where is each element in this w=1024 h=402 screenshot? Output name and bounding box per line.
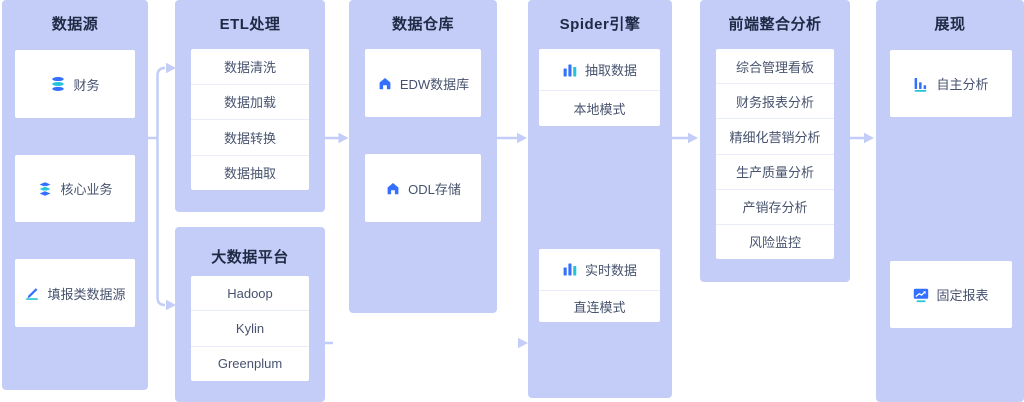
display-card-self-analysis-label: 自主分析 bbox=[936, 77, 989, 92]
column-warehouse: 数据仓库 EDW数据库 ODL存储 bbox=[349, 0, 497, 313]
etl-step: 数据加载 bbox=[191, 83, 309, 120]
display-card-self-analysis: 自主分析 bbox=[890, 50, 1012, 117]
spider-card-direct: 实时数据 直连模式 bbox=[539, 249, 660, 322]
datasource-card-finance-label: 财务 bbox=[73, 77, 100, 93]
column-display: 展现 自主分析 固定报表 bbox=[876, 0, 1024, 402]
spider-realtime-data-label: 实时数据 bbox=[584, 262, 637, 278]
column-datasource-title: 数据源 bbox=[51, 16, 99, 33]
datasource-card-core-business: 核心业务 bbox=[15, 155, 135, 222]
column-display-title: 展现 bbox=[934, 16, 966, 33]
bigdata-card: Hadoop Kylin Greenplum bbox=[191, 276, 309, 381]
datasource-card-finance: 财务 bbox=[15, 50, 135, 118]
bigdata-item: Hadoop bbox=[227, 285, 273, 301]
column-warehouse-title: 数据仓库 bbox=[391, 16, 454, 33]
datasource-card-core-business-label: 核心业务 bbox=[60, 182, 113, 197]
column-spider-title: Spider引擎 bbox=[559, 16, 641, 33]
display-card-fixed-report-label: 固定报表 bbox=[936, 288, 989, 303]
column-etl-title: ETL处理 bbox=[219, 16, 281, 33]
arrow-frontend-to-display bbox=[864, 132, 874, 144]
column-etl: ETL处理 数据清洗 数据加载 数据转换 数据抽取 bbox=[175, 0, 325, 212]
etl-card: 数据清洗 数据加载 数据转换 数据抽取 bbox=[191, 49, 309, 190]
warehouse-card-odl: ODL存储 bbox=[365, 154, 481, 222]
display-card-fixed-report: 固定报表 bbox=[890, 261, 1012, 328]
database-icon bbox=[50, 76, 66, 92]
arrow-warehouse-to-spider bbox=[517, 132, 527, 144]
spider-realtime-data-row: 实时数据 bbox=[539, 249, 660, 290]
spider-local-data-label: 抽取数据 bbox=[584, 63, 637, 79]
bar-chart-icon bbox=[562, 62, 578, 78]
spider-direct-mode-row: 直连模式 bbox=[539, 289, 660, 322]
etl-step: 数据清洗 bbox=[223, 59, 276, 75]
frontend-item: 风险监控 bbox=[716, 223, 834, 259]
warehouse-card-odl-label: ODL存储 bbox=[408, 181, 461, 197]
spider-local-mode-row: 本地模式 bbox=[539, 90, 660, 126]
frontend-card: 综合管理看板 财务报表分析 精细化营销分析 生产质量分析 产销存分析 风险监控 bbox=[716, 49, 834, 259]
column-frontend: 前端整合分析 综合管理看板 财务报表分析 精细化营销分析 生产质量分析 产销存分… bbox=[700, 0, 850, 282]
frontend-item: 财务报表分析 bbox=[716, 83, 834, 118]
self-analysis-icon bbox=[913, 76, 929, 92]
warehouse-card-edw: EDW数据库 bbox=[365, 49, 481, 117]
frontend-item: 精细化营销分析 bbox=[716, 118, 834, 153]
home-icon bbox=[385, 180, 401, 196]
column-datasource: 数据源 财务 核心业务 bbox=[2, 0, 148, 390]
fixed-report-icon bbox=[913, 287, 929, 303]
arrow-bigdata-to-spider bbox=[518, 337, 528, 349]
bar-chart-icon bbox=[562, 261, 578, 277]
etl-step: 数据转换 bbox=[191, 119, 309, 155]
arrow-spider-to-frontend bbox=[688, 132, 698, 144]
datasource-card-report-source-label: 填报类数据源 bbox=[47, 286, 126, 302]
home-icon bbox=[377, 75, 393, 91]
bigdata-item: Greenplum bbox=[191, 345, 309, 381]
frontend-item: 综合管理看板 bbox=[735, 59, 814, 75]
spider-card-local: 抽取数据 本地模式 bbox=[539, 49, 660, 126]
warehouse-card-edw-label: EDW数据库 bbox=[399, 76, 470, 92]
frontend-item: 产销存分析 bbox=[716, 188, 834, 224]
connector-split-trunk bbox=[156, 66, 166, 307]
pen-icon bbox=[24, 285, 40, 301]
layers-icon bbox=[37, 180, 54, 197]
column-bigdata-title: 大数据平台 bbox=[211, 249, 289, 266]
datasource-card-report-source: 填报类数据源 bbox=[15, 259, 135, 327]
column-spider: Spider引擎 抽取数据 本地模式 bbox=[528, 0, 672, 398]
bigdata-item: Kylin bbox=[191, 310, 309, 345]
etl-step: 数据抽取 bbox=[191, 154, 309, 191]
arrow-etl-to-warehouse bbox=[338, 132, 349, 144]
spider-local-data-row: 抽取数据 bbox=[539, 49, 660, 90]
column-bigdata: 大数据平台 Hadoop Kylin Greenplum bbox=[175, 227, 325, 402]
column-frontend-title: 前端整合分析 bbox=[728, 16, 822, 33]
frontend-item: 生产质量分析 bbox=[716, 153, 834, 189]
